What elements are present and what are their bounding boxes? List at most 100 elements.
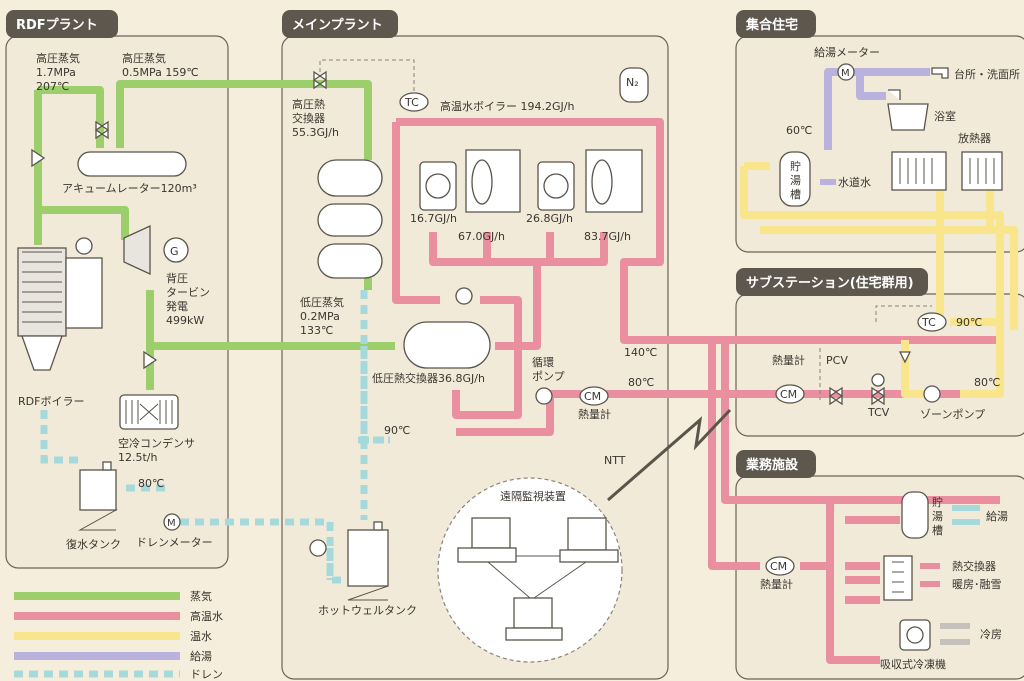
tc-controller — [399, 92, 429, 112]
svg-text:発電: 発電 — [166, 299, 188, 313]
boiler-1 — [419, 161, 457, 211]
substation-equipment: TC 90℃ 熱量計 PCV CM TCV 80℃ ゾーンポンプ — [772, 305, 1000, 421]
svg-text:90℃: 90℃ — [384, 424, 410, 437]
svg-text:0.5MPa 159℃: 0.5MPa 159℃ — [122, 66, 199, 79]
rdf-boiler-label: RDFボイラー — [18, 395, 84, 408]
svg-text:90℃: 90℃ — [956, 316, 982, 329]
svg-text:NTT: NTT — [604, 454, 626, 467]
svg-text:133℃: 133℃ — [300, 324, 333, 337]
svg-text:熱交換器: 熱交換器 — [952, 559, 996, 573]
svg-text:放熱器: 放熱器 — [958, 131, 991, 145]
svg-text:G: G — [170, 245, 179, 258]
svg-text:高温水ボイラー 194.2GJ/h: 高温水ボイラー 194.2GJ/h — [440, 99, 574, 113]
svg-text:M: M — [167, 518, 176, 529]
hp-heat-exchanger — [317, 203, 383, 237]
svg-text:CM: CM — [770, 560, 787, 573]
svg-text:ホットウェルタンク: ホットウェルタンク — [318, 604, 417, 617]
svg-text:循環: 循環 — [532, 356, 554, 369]
ntt-link-icon — [607, 408, 732, 502]
supply-meter-icon — [837, 63, 855, 81]
svg-text:湯: 湯 — [790, 174, 801, 187]
housing-title: 集合住宅 — [745, 17, 798, 33]
main-title: メインプラント — [292, 18, 383, 33]
svg-text:83.7GJ/h: 83.7GJ/h — [584, 230, 631, 243]
substation-panel: サブステーション(住宅群用) — [735, 268, 1024, 437]
heat-exchanger-icon — [883, 555, 913, 601]
n2-tank — [619, 67, 649, 103]
svg-text:交換器: 交換器 — [292, 111, 325, 125]
legend: 蒸気 高温水 温水 給湯 ドレン — [14, 589, 223, 681]
svg-text:TCV: TCV — [867, 406, 890, 419]
rdf-equipment: アキュームレーター120m³ RDFボイラー G 背圧 タービン 発電 499k… — [17, 51, 213, 551]
svg-text:復水タンク: 復水タンク — [66, 538, 121, 551]
legend-steam-label: 蒸気 — [190, 589, 212, 603]
rdf-title: RDFプラント — [16, 18, 98, 33]
substation-title: サブステーション(住宅群用) — [746, 275, 914, 291]
svg-text:CM: CM — [584, 390, 601, 403]
legend-drain-label: ドレン — [190, 668, 223, 681]
generator-icon — [163, 237, 189, 263]
svg-text:吸収式冷凍機: 吸収式冷凍機 — [880, 657, 946, 671]
valve-icon — [312, 70, 328, 90]
svg-text:低圧熱交換器36.8GJ/h: 低圧熱交換器36.8GJ/h — [372, 371, 485, 385]
svg-text:熱量計: 熱量計 — [760, 577, 793, 591]
svg-text:熱量計: 熱量計 — [578, 407, 611, 421]
drain-lines — [40, 290, 390, 584]
svg-text:ゾーンポンプ: ゾーンポンプ — [920, 408, 985, 421]
supply-lines — [824, 68, 930, 150]
boiler-4 — [585, 149, 643, 213]
svg-text:空冷コンデンサ: 空冷コンデンサ — [118, 436, 195, 450]
storage-tank — [779, 151, 811, 207]
svg-text:M: M — [841, 68, 850, 79]
svg-text:タービン: タービン — [166, 286, 210, 299]
housing-equipment: 給湯メーター M 台所・洗面所 浴室 60℃ 放熱器 貯 湯 槽 水道水 — [779, 45, 1020, 207]
svg-text:高圧蒸気: 高圧蒸気 — [36, 51, 80, 65]
cm-meter — [765, 556, 795, 576]
cm-meter — [579, 386, 609, 406]
svg-text:26.8GJ/h: 26.8GJ/h — [526, 212, 573, 225]
tc-controller — [917, 312, 947, 332]
svg-text:80℃: 80℃ — [974, 376, 1000, 389]
svg-text:12.5t/h: 12.5t/h — [118, 451, 158, 464]
svg-text:ドレンメーター: ドレンメーター — [136, 536, 213, 549]
chiller-icon — [899, 619, 931, 651]
svg-text:遠隔監視装置: 遠隔監視装置 — [500, 489, 566, 503]
svg-text:台所・洗面所: 台所・洗面所 — [954, 67, 1020, 81]
svg-text:16.7GJ/h: 16.7GJ/h — [410, 212, 457, 225]
bathtub-icon — [887, 103, 929, 131]
circulation-pump-icon — [535, 387, 553, 405]
svg-text:1.7MPa: 1.7MPa — [36, 66, 76, 79]
svg-text:給湯: 給湯 — [986, 509, 1008, 523]
shower-icon — [888, 89, 901, 100]
legend-supply-label: 給湯 — [190, 649, 212, 663]
pcv-valve-icon — [828, 386, 844, 406]
svg-text:80℃: 80℃ — [628, 376, 654, 389]
svg-text:TC: TC — [921, 316, 936, 329]
return-tank — [78, 461, 118, 531]
legend-hot-label: 高温水 — [190, 609, 223, 623]
pump-icon — [455, 287, 473, 305]
svg-text:207℃: 207℃ — [36, 80, 69, 93]
valve-icon — [143, 350, 158, 370]
drain-meter-icon — [163, 513, 181, 531]
svg-text:PCV: PCV — [826, 354, 848, 367]
svg-text:熱量計: 熱量計 — [772, 353, 805, 367]
svg-text:給湯メーター: 給湯メーター — [814, 45, 880, 59]
computer-icon — [505, 597, 563, 641]
tcv-actuator-icon — [871, 373, 885, 387]
boiler-3 — [537, 161, 575, 211]
svg-text:槽: 槽 — [790, 188, 801, 201]
business-equipment: 貯 湯 槽 給湯 熱交換器 暖房･融雪 冷房 吸収式冷凍機 CM 熱量計 — [760, 491, 1008, 671]
faucet-icon — [931, 67, 949, 79]
svg-text:背圧: 背圧 — [166, 271, 188, 285]
svg-text:N₂: N₂ — [626, 76, 639, 89]
hotwell-tank — [347, 521, 389, 601]
svg-text:499kW: 499kW — [166, 314, 204, 327]
svg-text:高圧熱: 高圧熱 — [292, 97, 325, 111]
hp-heat-exchanger — [317, 243, 383, 279]
svg-text:低圧蒸気: 低圧蒸気 — [300, 295, 344, 309]
svg-text:高圧蒸気: 高圧蒸気 — [122, 51, 166, 65]
svg-text:浴室: 浴室 — [934, 109, 956, 123]
rdf-boiler — [17, 237, 103, 371]
